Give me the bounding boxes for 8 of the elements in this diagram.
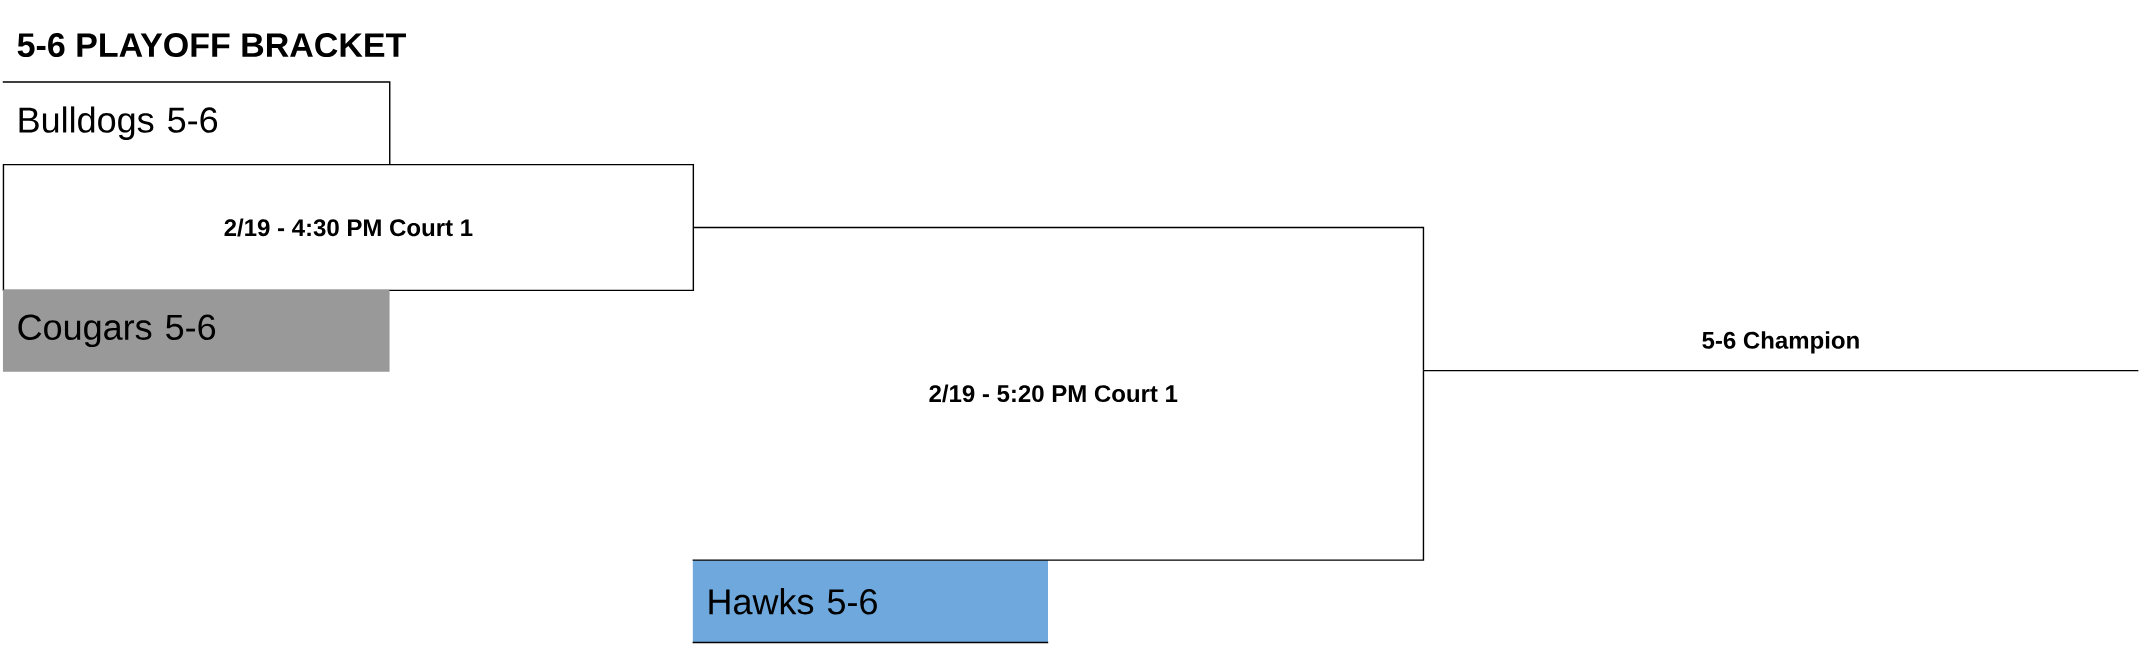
team-box: Bulldogs 5-6 [2, 81, 391, 165]
game-label: 2/19 - 5:20 PM Court 1 [929, 384, 1178, 403]
title: 5-6 PLAYOFF BRACKET [17, 33, 406, 58]
bracket-line [693, 226, 1425, 372]
bracket-line [691, 369, 1425, 561]
champion-line: 5-6 Champion [1422, 331, 2140, 372]
team-box: Hawks 5-6 [691, 560, 1049, 644]
team-box: Cougars 5-6 [2, 289, 390, 372]
